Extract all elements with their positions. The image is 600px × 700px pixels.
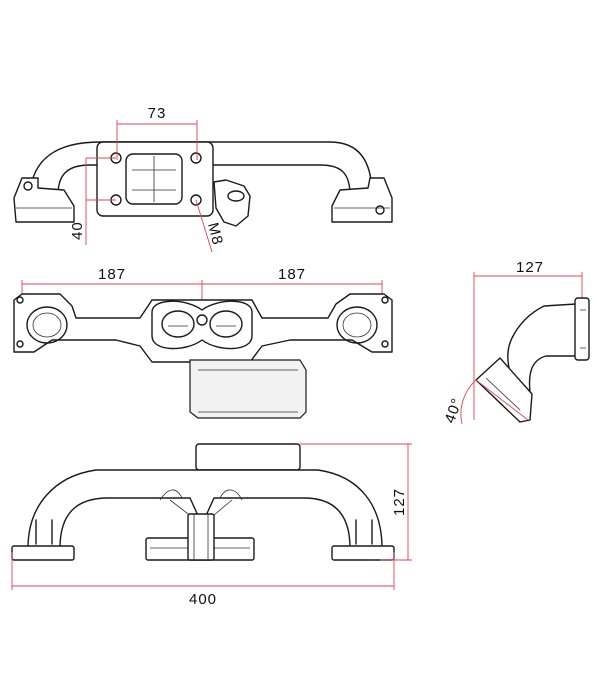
dim-left-span: 187 — [98, 266, 126, 283]
dim-flange-spacing: 73 — [148, 105, 167, 122]
bottom-view-right-flange — [331, 545, 395, 561]
stud-hole — [190, 152, 202, 164]
stud-hole — [190, 194, 202, 206]
side-view-outlet-flange — [574, 297, 590, 361]
front-view: 187 187 — [13, 266, 393, 419]
bottom-view-collector — [195, 443, 301, 471]
dim-flange-angle: 40° — [441, 395, 466, 425]
dim-height: 127 — [391, 488, 408, 516]
top-view-left-flange — [13, 177, 75, 223]
dim-height-offset: 40 — [69, 221, 86, 240]
side-view-port-flange — [475, 357, 533, 423]
bottom-view: 127 400 — [11, 443, 412, 608]
dim-overall-length: 400 — [189, 591, 217, 608]
top-view: 73 40 M8 — [13, 105, 393, 253]
top-view-wastegate-boss — [213, 179, 251, 227]
bottom-view-center-stud — [187, 513, 215, 561]
side-view: 127 40° — [441, 259, 590, 425]
front-view-center-port — [161, 310, 195, 338]
dim-thread-size: M8 — [204, 221, 226, 247]
front-view-left-port — [26, 306, 68, 344]
front-view-right-port — [336, 306, 378, 344]
front-view-center-port — [209, 310, 243, 338]
bottom-view-left-flange — [11, 545, 75, 561]
front-view-collector — [189, 359, 307, 419]
dim-right-span: 187 — [278, 266, 306, 283]
top-view-right-flange — [331, 177, 393, 223]
dim-depth: 127 — [516, 259, 544, 276]
